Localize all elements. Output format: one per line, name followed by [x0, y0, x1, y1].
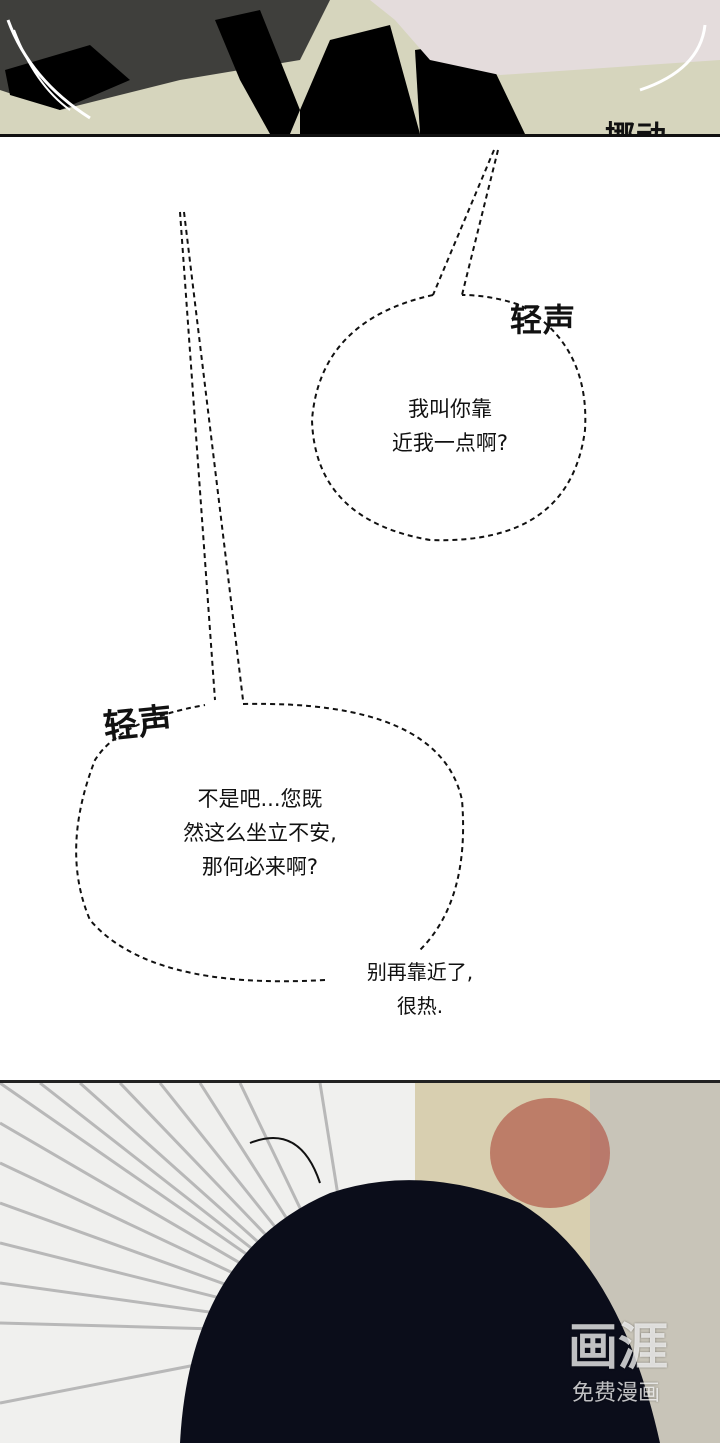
- hair-closeup-illustration: [0, 1083, 720, 1443]
- top-panel: 挪动: [0, 0, 720, 137]
- aside-text: 别再靠近了, 很热.: [366, 960, 474, 1018]
- watermark-logo: 画涯: [568, 1318, 668, 1376]
- watermark-caption: 免费漫画: [572, 1381, 661, 1406]
- sfx-whisper-2: 轻声: [101, 700, 176, 748]
- speech-bubble-2-text: 不是吧...您既 然这么坐立不安, 那何必来啊?: [183, 787, 337, 879]
- sfx-whisper-1: 轻声: [510, 301, 577, 339]
- bottom-panel: 画涯 免费漫画: [0, 1080, 720, 1443]
- sfx-move: 挪动: [605, 112, 667, 134]
- speech-bubble-1-text: 我叫你靠 近我一点啊?: [391, 397, 509, 455]
- speech-bubbles-outline: [75, 149, 587, 983]
- legs-illustration: [0, 0, 720, 134]
